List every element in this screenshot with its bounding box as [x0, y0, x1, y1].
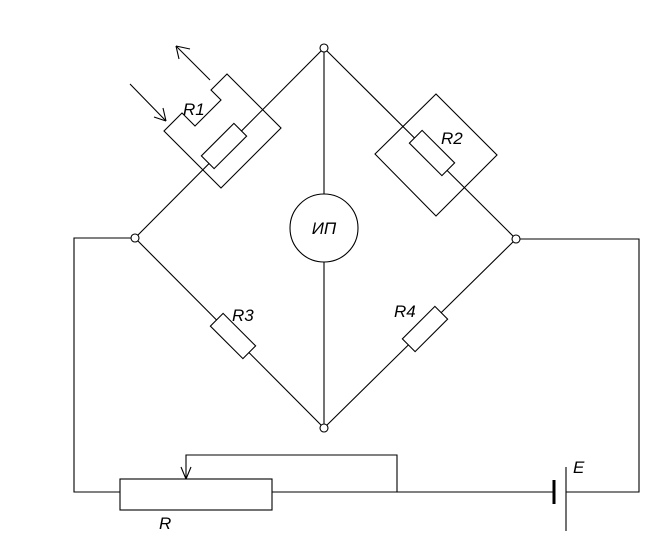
meter-ip: ИП — [289, 193, 359, 263]
resistor-r3: R3 — [209, 306, 257, 360]
supply-circuit — [73, 237, 640, 493]
resistor-r4: R4 — [394, 302, 449, 353]
node-top — [319, 43, 329, 53]
r2-body — [408, 129, 456, 177]
meter-label: ИП — [312, 219, 337, 238]
rheostat-body — [119, 478, 273, 511]
node-bottom — [319, 423, 329, 433]
battery-label: E — [573, 458, 585, 477]
rheostat-r: R — [119, 454, 398, 533]
rheostat-wiper-wire — [185, 454, 398, 492]
r3-label: R3 — [232, 306, 254, 325]
battery-e: E — [552, 458, 585, 531]
r1-label: R1 — [183, 100, 205, 119]
light-in-arrow-icon — [129, 83, 167, 122]
r3-body — [209, 312, 257, 360]
resistor-r1: R1 — [129, 45, 282, 189]
r4-body — [401, 305, 449, 353]
r4-label: R4 — [394, 302, 416, 321]
node-left — [130, 233, 140, 243]
meter-circle — [289, 193, 359, 263]
rheostat-wiper-arrow-icon — [180, 466, 192, 480]
light-out-arrow-icon — [175, 45, 211, 81]
r1-body — [200, 122, 248, 170]
rheostat-label: R — [159, 514, 171, 533]
r2-label: R2 — [441, 129, 463, 148]
bridge-nodes — [130, 43, 521, 433]
wire-left-loop — [73, 237, 131, 493]
r2-enclosure — [374, 93, 498, 217]
resistor-r2: R2 — [374, 93, 498, 217]
wire-right-loop — [520, 238, 640, 493]
r1-enclosure — [163, 73, 282, 189]
node-right — [511, 234, 521, 244]
